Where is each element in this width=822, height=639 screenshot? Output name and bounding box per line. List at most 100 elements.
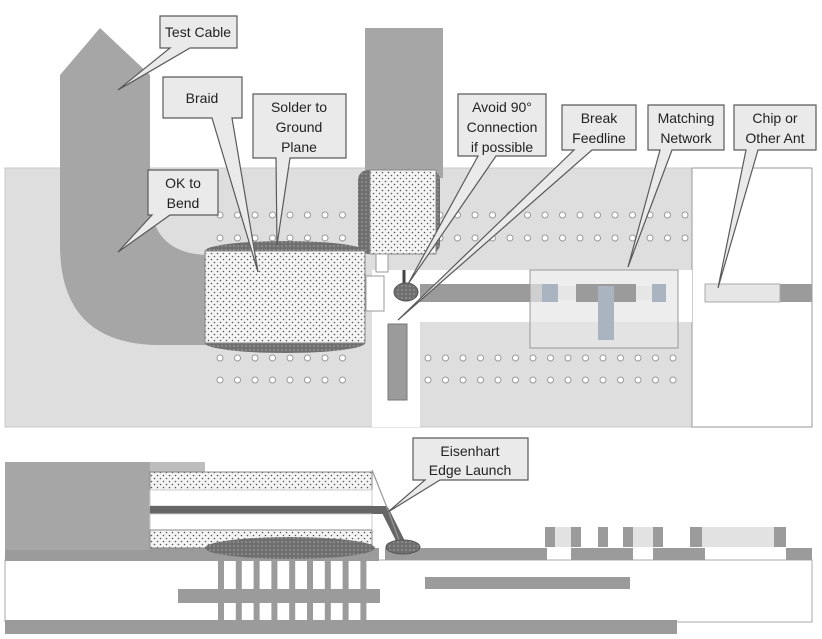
via-post	[218, 561, 224, 621]
via	[269, 211, 276, 219]
via	[617, 354, 624, 362]
via	[559, 234, 566, 242]
via	[617, 376, 624, 384]
via	[286, 376, 294, 384]
cross-section	[4, 462, 813, 634]
via	[251, 354, 259, 362]
via	[424, 354, 432, 362]
via	[547, 354, 554, 362]
break-feedline-stub	[387, 323, 408, 401]
via	[594, 234, 601, 242]
via	[611, 211, 619, 219]
via	[339, 376, 346, 384]
label-chip-1: Chip or	[752, 110, 797, 126]
via	[304, 211, 311, 219]
via	[321, 376, 329, 384]
callout-eisenhart: Eisenhart Edge Launch	[387, 437, 529, 513]
match-comp-1	[558, 286, 576, 300]
sec-trace-c	[786, 548, 812, 560]
via	[512, 376, 519, 384]
match-shunt-comp	[598, 322, 614, 340]
callout-test-cable: Test Cable	[117, 15, 238, 91]
via	[234, 376, 241, 384]
label-break-2: Feedline	[572, 130, 626, 146]
via-post	[307, 561, 313, 621]
label-solder-3: Plane	[281, 139, 317, 155]
via-post	[253, 561, 260, 621]
via	[512, 354, 519, 362]
upper-connector-dots	[369, 169, 437, 255]
via	[559, 211, 566, 219]
via	[269, 376, 276, 384]
board-substrate	[4, 559, 813, 623]
via	[634, 376, 642, 384]
label-avoid-2: Connection	[467, 119, 538, 135]
via	[339, 354, 346, 362]
via	[599, 354, 607, 362]
chip-antenna	[704, 283, 781, 303]
via	[494, 376, 502, 384]
via	[594, 211, 601, 219]
via	[669, 354, 677, 362]
via-post	[289, 561, 296, 621]
via-post	[360, 561, 367, 621]
match-pad-3	[652, 284, 666, 302]
sec-trace-a	[571, 548, 633, 560]
via	[286, 234, 294, 242]
dielectric-lower	[149, 513, 373, 531]
via	[216, 376, 224, 384]
label-matching-1: Matching	[658, 110, 715, 126]
sec-chip	[702, 527, 774, 547]
via	[234, 354, 241, 362]
match-shunt-trace	[598, 286, 614, 322]
via	[251, 376, 259, 384]
via	[564, 354, 572, 362]
launch-outline	[371, 469, 403, 549]
via	[286, 354, 294, 362]
sec-chip-pad-r	[774, 527, 786, 547]
via-posts	[218, 561, 367, 621]
sec-pad-d	[623, 527, 633, 547]
inner-layer-right	[425, 577, 630, 589]
bottom-ground	[5, 620, 677, 634]
via	[471, 211, 479, 219]
via	[304, 234, 311, 242]
via	[494, 354, 502, 362]
via	[634, 354, 642, 362]
via	[524, 234, 531, 242]
via-post	[342, 561, 349, 621]
label-avoid-1: Avoid 90°	[472, 99, 532, 115]
callout-break: Break Feedline	[397, 104, 637, 321]
label-bend-2: Bend	[167, 195, 200, 211]
callout-solder: Solder to Ground Plane	[252, 93, 347, 246]
via	[304, 354, 311, 362]
top-trace	[385, 548, 547, 560]
via-post	[271, 561, 278, 621]
via	[269, 234, 276, 242]
callout-chip: Chip or Other Ant	[717, 104, 817, 289]
label-test-cable: Test Cable	[165, 24, 231, 40]
via	[664, 211, 671, 219]
via	[629, 211, 636, 219]
via	[234, 234, 241, 242]
via	[321, 211, 329, 219]
via	[541, 211, 549, 219]
via	[477, 354, 484, 362]
via	[459, 354, 467, 362]
via	[321, 234, 329, 242]
center-conductor	[150, 506, 372, 514]
center-pin-box	[365, 275, 385, 312]
via	[339, 234, 346, 242]
sec-pad-e	[653, 527, 663, 547]
label-avoid-3: if possible	[471, 139, 533, 155]
callout-braid: Braid	[162, 76, 259, 273]
match-comp-2	[636, 286, 652, 300]
section-solder	[205, 537, 375, 559]
sec-chip-pad-l	[690, 527, 702, 547]
center-pin-stub	[375, 253, 389, 273]
top-view	[4, 28, 813, 428]
match-pad-1	[542, 284, 558, 302]
via	[664, 234, 671, 242]
callouts: Test Cable Braid Solder to Ground Plane …	[117, 15, 817, 513]
label-braid: Braid	[186, 90, 219, 106]
